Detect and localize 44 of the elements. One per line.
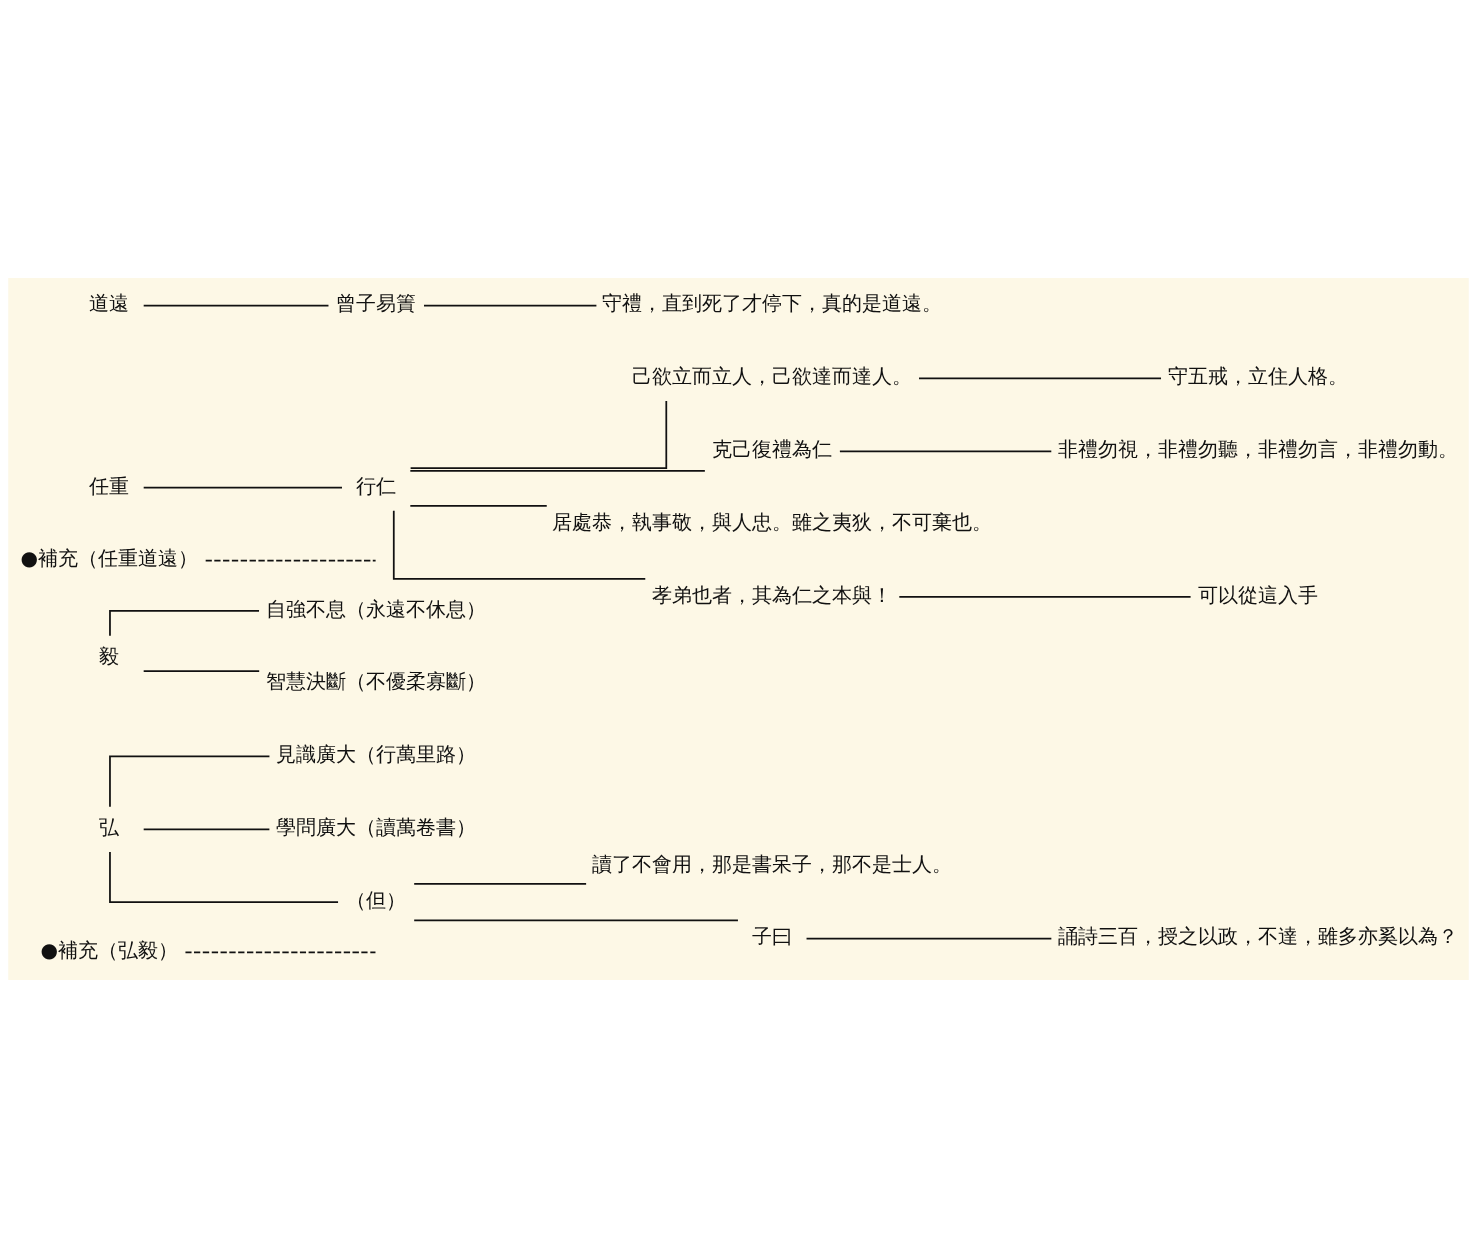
node-text: （但）: [346, 887, 407, 912]
node-text: 自強不息（永遠不休息）: [266, 596, 487, 621]
node-text: 克己復禮為仁: [712, 437, 833, 462]
connector: [109, 851, 339, 903]
connector: [423, 304, 598, 307]
connector: [142, 828, 271, 831]
node-text: 學問廣大（讀萬卷書）: [276, 815, 477, 840]
node-text: 讀了不會用，那是書呆子，那不是士人。: [592, 851, 953, 876]
node-text: 居處恭，執事敬，與人忠。雖之夷狄，不可棄也。: [552, 509, 993, 534]
connector: [898, 596, 1192, 598]
connector: [413, 883, 587, 885]
connector: [109, 755, 271, 808]
node-text: 己欲立而立人，己欲達而達人。: [632, 364, 913, 389]
node-text: 孝弟也者，其為仁之本與！: [652, 582, 893, 607]
node-text: 智慧決斷（不優柔寡斷）: [266, 669, 487, 694]
node-text: 曾子易簀: [336, 291, 417, 316]
node-text: 可以從這入手: [1197, 582, 1318, 607]
connector: [918, 377, 1162, 380]
node-text: ●補充（任重道遠）: [20, 546, 199, 571]
node-text: 任重: [89, 473, 130, 498]
connector: [204, 559, 377, 562]
node-text: 守五戒，立住人格。: [1167, 364, 1348, 389]
connector: [184, 951, 377, 954]
node-text: 子曰: [752, 924, 793, 949]
node-text: 見識廣大（行萬里路）: [276, 742, 477, 767]
connector: [109, 609, 260, 637]
connector: [142, 486, 343, 489]
connector: [805, 937, 1053, 940]
node-text: 誦詩三百，授之以政，不達，雖多亦奚以為？: [1057, 924, 1458, 949]
connector: [409, 470, 706, 472]
connector: [839, 450, 1053, 453]
node-text: 弘: [99, 815, 120, 840]
node-text: 毅: [99, 644, 120, 669]
connector: [413, 919, 739, 922]
node-text: 行仁: [356, 473, 397, 498]
node-text: 非禮勿視，非禮勿聽，非禮勿言，非禮勿動。: [1057, 437, 1458, 462]
node-text: 守禮，直到死了才停下，真的是道遠。: [602, 291, 943, 316]
connector: [142, 304, 330, 307]
connector: [409, 400, 668, 469]
connector: [392, 509, 647, 580]
connector: [409, 505, 548, 507]
node-text: 道遠: [89, 291, 130, 316]
node-text: ●補充（弘毅）: [40, 938, 179, 963]
connector: [142, 670, 261, 672]
